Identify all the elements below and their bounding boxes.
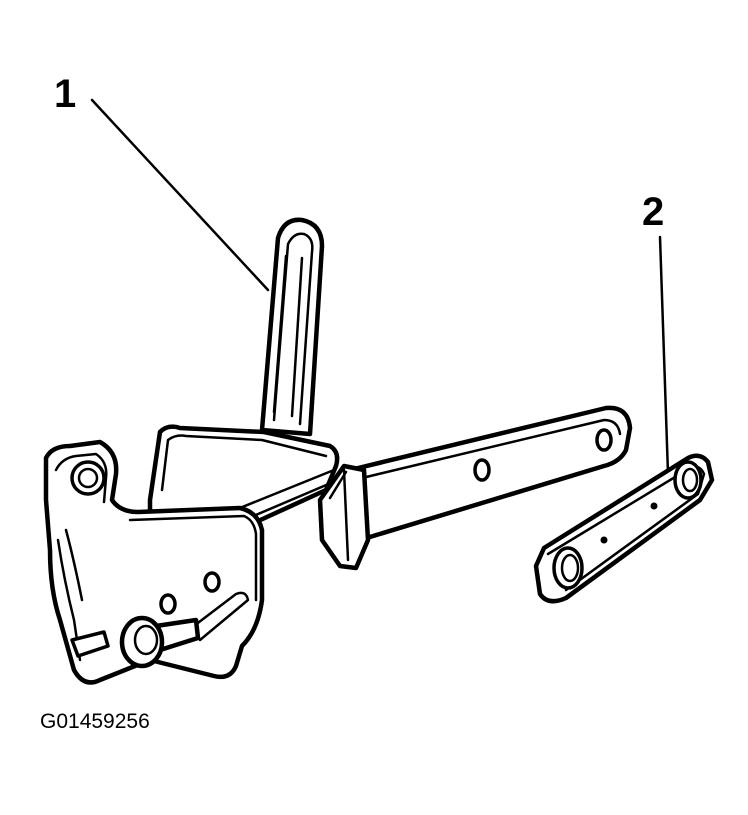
figure-id: G01459256 (40, 710, 150, 733)
leader-line-2 (658, 235, 670, 476)
base-plate (43, 439, 265, 685)
pivot-bolt (119, 615, 201, 669)
callout-1-label: 1 (54, 72, 77, 116)
callout-2-label: 2 (642, 190, 665, 234)
part-1-regulator-blade (259, 217, 325, 437)
regulator-arm (347, 405, 633, 543)
gear-housing (147, 424, 340, 525)
part-2-mounting-plate (533, 453, 715, 604)
leader-line-1 (90, 98, 270, 292)
arm-pivot-block (317, 463, 371, 571)
